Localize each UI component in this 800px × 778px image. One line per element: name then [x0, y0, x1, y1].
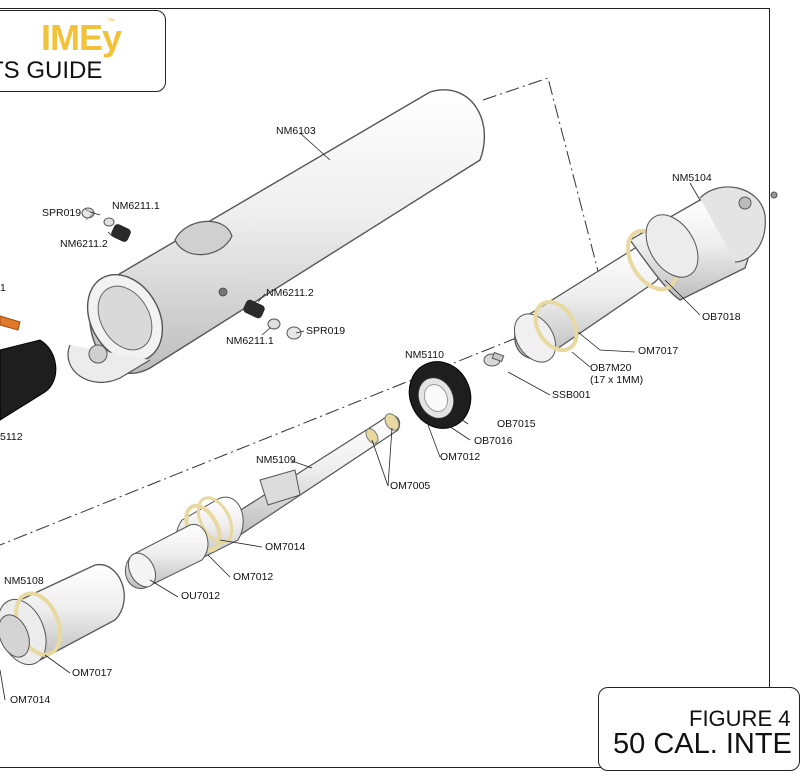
label-ob7016: OB7016 [474, 435, 513, 447]
nm6103-body-tube [67, 89, 485, 383]
screw-spr019-top [81, 207, 95, 221]
nm5108-cylinder [0, 564, 125, 666]
label-nm6103: NM6103 [276, 125, 316, 137]
nm5104-assembly [513, 186, 778, 363]
screw-spr019-mid [286, 326, 302, 340]
label-nm5108: NM5108 [4, 575, 44, 587]
label-spr019-mid: SPR019 [306, 325, 346, 337]
brand-logo: IMEy [41, 17, 122, 58]
left-edge-part [0, 315, 57, 421]
label-ob7m20: OB7M20 [590, 362, 632, 374]
nm5110-ring [408, 361, 472, 429]
screw-nm6211-mid [243, 299, 281, 330]
label-ob7018: OB7018 [702, 311, 741, 323]
label-om7017-top: OM7017 [638, 345, 679, 357]
label-om7012-mid: OM7012 [233, 571, 274, 583]
ou7012-sleeve [124, 523, 209, 589]
figure-title: 50 CAL. INTE [613, 728, 792, 760]
label-om7005: OM7005 [390, 480, 431, 492]
label-part-5112: 5112 [0, 431, 23, 443]
label-nm5104: NM5104 [672, 172, 712, 184]
title-block: IMEy ™ TS GUIDE [0, 10, 166, 92]
label-om7017-bottom: OM7017 [72, 667, 113, 679]
assembly-axis-lines [0, 77, 607, 546]
nm5109-rod [224, 413, 401, 536]
trademark-mark: ™ [107, 17, 115, 26]
label-nm6211-1-top: NM6211.1 [112, 200, 160, 212]
screw-ssb001 [483, 351, 505, 367]
guide-title: TS GUIDE [0, 57, 103, 84]
drawing-frame [0, 8, 770, 768]
screw-nm6211-top [103, 217, 131, 242]
figure-title-block: FIGURE 4 50 CAL. INTE [598, 687, 800, 771]
label-ob7m20-size: (17 x 1MM) [590, 374, 644, 386]
label-left-edge: 1 [0, 282, 6, 294]
label-nm5110: NM5110 [405, 349, 444, 361]
label-spr019-top: SPR019 [42, 207, 82, 219]
label-nm6211-2-mid: NM6211.2 [266, 287, 314, 299]
label-nm6211-1-mid: NM6211.1 [226, 335, 274, 347]
label-om7012-top: OM7012 [440, 451, 481, 463]
label-nm5109: NM5109 [256, 454, 296, 466]
label-ssb001: SSB001 [552, 389, 591, 401]
figure-number: FIGURE 4 [689, 706, 791, 731]
label-ou7012: OU7012 [181, 590, 221, 602]
label-om7014-bottom: OM7014 [10, 694, 51, 706]
label-nm6211-2-top: NM6211.2 [60, 238, 108, 250]
label-ob7015: OB7015 [497, 418, 536, 430]
exploded-diagram [0, 77, 778, 701]
label-om7014-mid: OM7014 [265, 541, 306, 553]
leader-lines [0, 132, 701, 701]
